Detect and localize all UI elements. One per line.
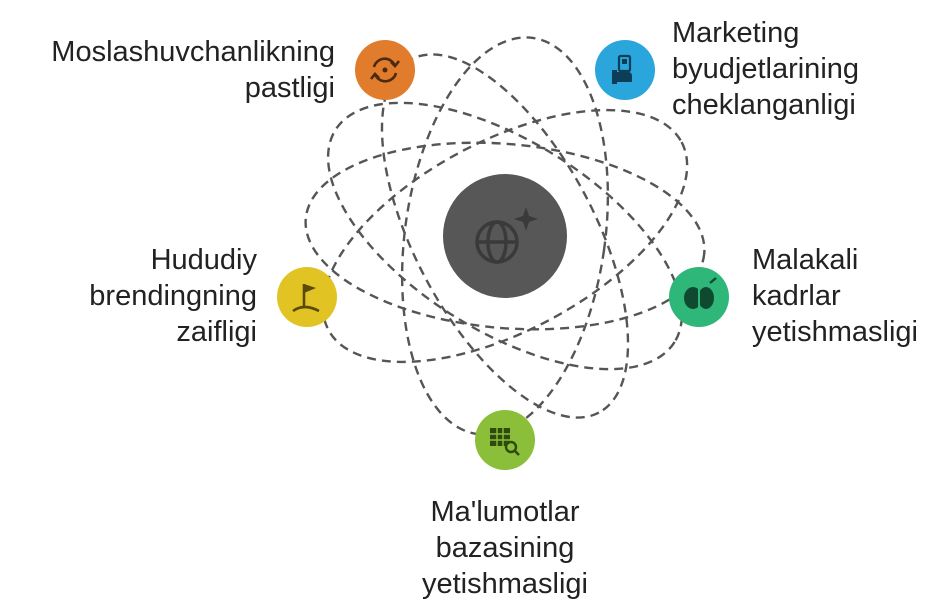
label-branding: Hududiy brendingning zaifligi (89, 242, 257, 350)
refresh-arrows-icon (369, 57, 401, 83)
table-search-icon (490, 428, 520, 456)
flag-icon (292, 284, 320, 313)
orbit-diagonal-left (321, 108, 689, 364)
label-line: zaifligi (176, 316, 257, 348)
sparkle-shape (514, 207, 538, 231)
node-flexibility (355, 40, 415, 100)
orbit-horizontal (304, 141, 706, 331)
label-line: Ma'lumotlar (430, 496, 580, 528)
globe-sparkle-icon (475, 220, 519, 264)
label-line: brendingning (89, 280, 257, 312)
node-qualified-staff (669, 267, 729, 327)
node-database (475, 410, 535, 470)
label-line: bazasining (435, 532, 575, 564)
label-line: byudjetlarining (672, 53, 860, 85)
label-line: Marketing (672, 17, 800, 49)
label-line: Malakali (752, 244, 859, 276)
label-qualified-staff: Malakali kadrlar yetishmasligi (752, 242, 918, 350)
label-line: yetishmasligi (422, 568, 588, 600)
node-branding (277, 267, 337, 327)
orbit-diagonal-right (326, 101, 684, 371)
label-line: cheklanganligi (672, 89, 856, 121)
node-marketing (595, 40, 655, 100)
money-hand-icon (612, 54, 632, 84)
label-line: Moslashuvchanlikning (51, 36, 335, 68)
label-line: kadrlar (752, 280, 841, 312)
label-line: yetishmasligi (752, 316, 918, 348)
label-line: pastligi (244, 72, 335, 104)
brain-icon (684, 277, 717, 310)
label-line: Hududiy (150, 244, 257, 276)
label-marketing: Marketing byudjetlarining cheklanganligi (672, 15, 859, 123)
label-database: Ma'lumotlar bazasining yetishmasligi (385, 494, 625, 602)
label-flexibility: Moslashuvchanlikning pastligi (51, 34, 335, 106)
